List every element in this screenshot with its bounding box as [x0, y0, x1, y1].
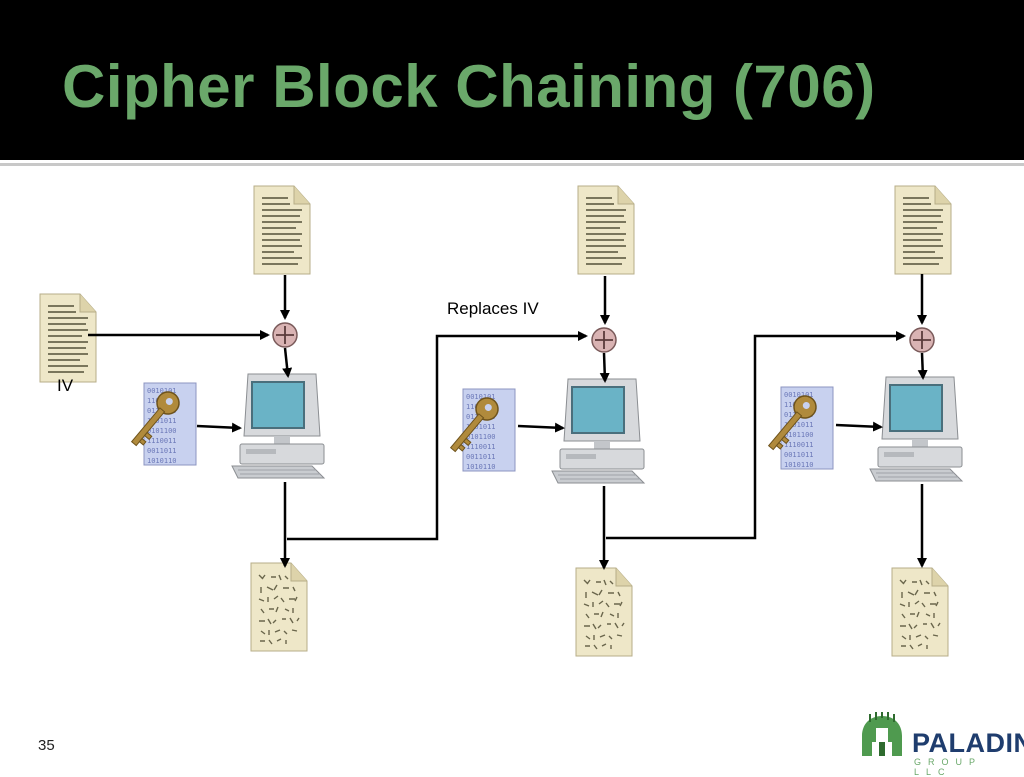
- arrow-xor-to-computer: [282, 347, 293, 378]
- arrow-xor-to-computer: [599, 352, 610, 383]
- header-rule: [0, 163, 1024, 166]
- arrow-chain-1: [287, 331, 588, 541]
- plaintext-document-icon: [894, 185, 952, 275]
- paladin-logo: [862, 712, 902, 756]
- ciphertext-document-icon: [891, 567, 949, 657]
- iv-document-icon: [39, 293, 97, 383]
- key-icon: [761, 386, 834, 470]
- logo-name: PALADIN: [912, 728, 1024, 758]
- arrow-key-to-computer: [835, 421, 883, 432]
- title-bar: Cipher Block Chaining (706): [0, 0, 1024, 160]
- computer-icon: [869, 376, 963, 482]
- plaintext-document-icon: [253, 185, 311, 275]
- xor-icon: [591, 327, 617, 353]
- ciphertext-document-icon: [250, 562, 308, 652]
- arrow-xor-to-computer: [917, 352, 928, 380]
- slide-title: Cipher Block Chaining (706): [62, 53, 876, 120]
- arrow-chain-2: [606, 331, 906, 540]
- iv-label: IV: [57, 376, 74, 395]
- ciphertext-document-icon: [575, 567, 633, 657]
- xor-icon: [272, 322, 298, 348]
- computer-icon: [231, 373, 325, 479]
- page-number: 35: [38, 737, 55, 754]
- replaces-iv-label: Replaces IV: [447, 299, 539, 318]
- computer-icon: [551, 378, 645, 484]
- arrow-key-to-computer: [196, 422, 242, 433]
- key-icon: [443, 388, 516, 472]
- logo-subtitle: GROUP LLC: [914, 757, 982, 777]
- key-icon: [124, 382, 197, 466]
- xor-icon: [909, 327, 935, 353]
- arrow-key-to-computer: [517, 422, 565, 433]
- plaintext-document-icon: [577, 185, 635, 275]
